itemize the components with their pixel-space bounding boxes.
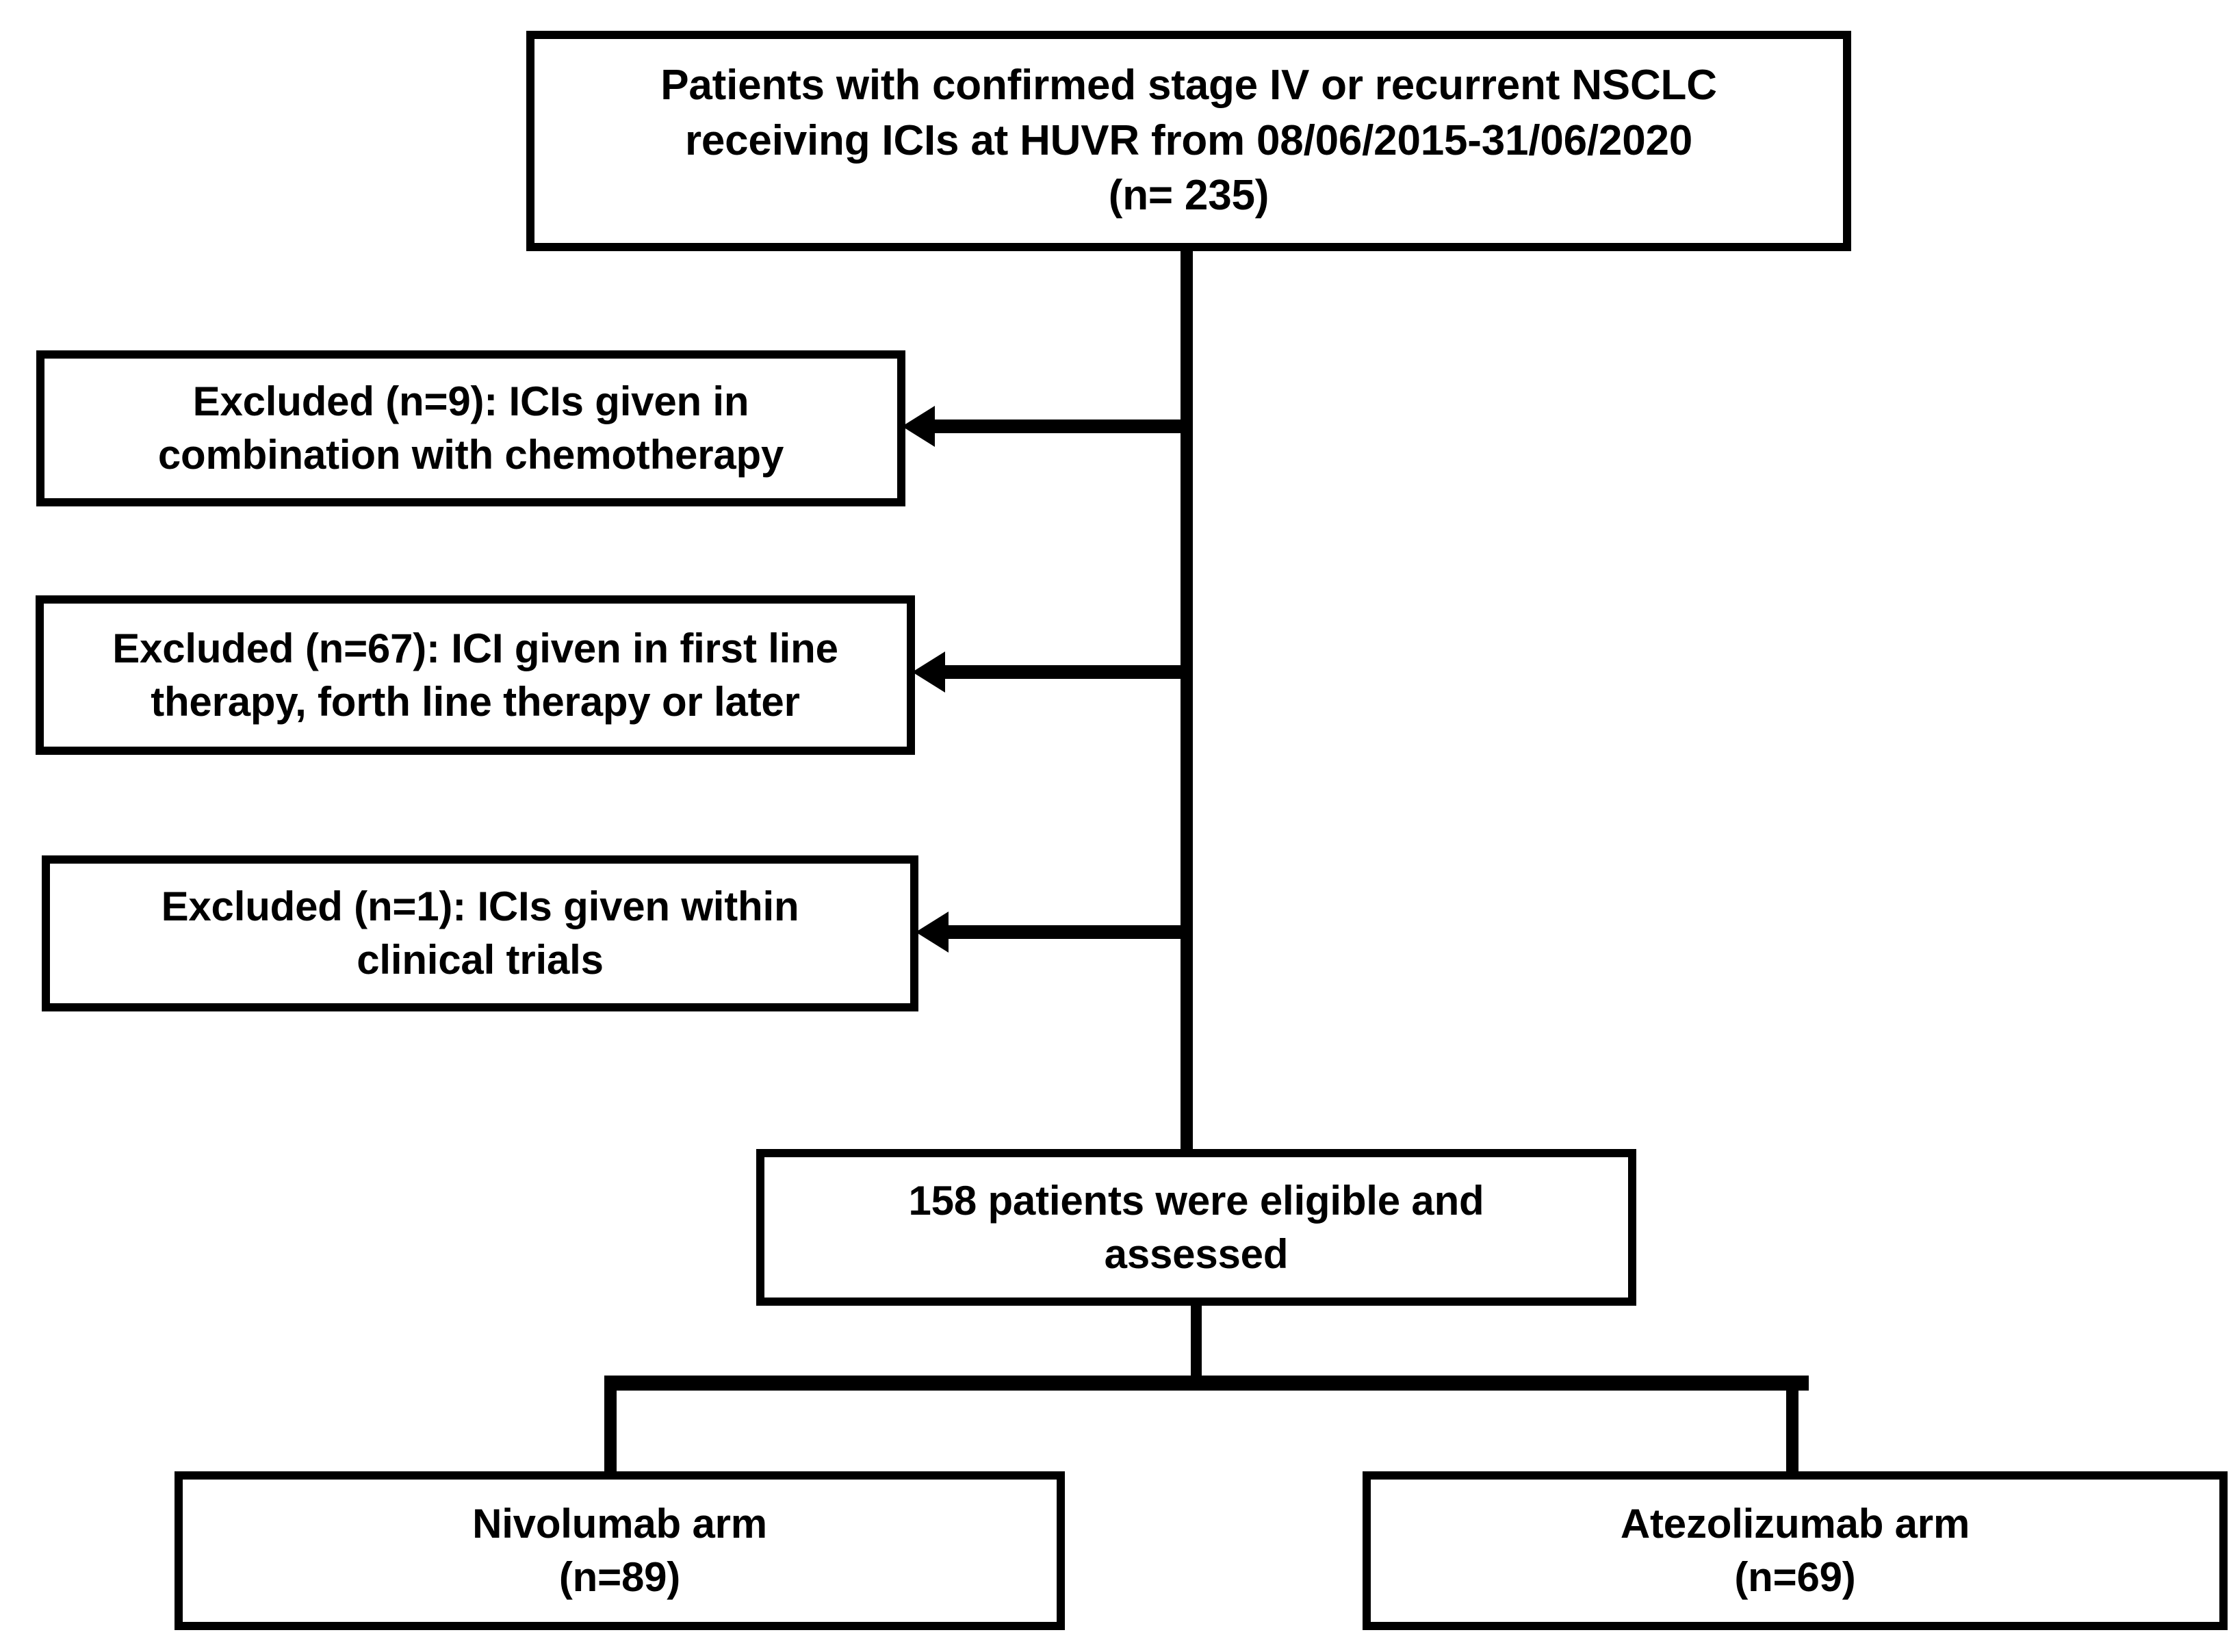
- node-excluded-line-of-therapy: Excluded (n=67): ICI given in first line…: [36, 595, 915, 755]
- node-source-population: Patients with confirmed stage IV or recu…: [526, 31, 1851, 251]
- arrow-left-icon: [902, 406, 935, 447]
- arrow-left-icon: [916, 912, 949, 953]
- connector-exclusion-1-shaft: [917, 420, 1185, 433]
- node-excluded-chemotherapy-label: Excluded (n=9): ICIs given in combinatio…: [157, 378, 784, 478]
- node-eligible-assessed-label: 158 patients were eligible and assessed: [908, 1177, 1484, 1277]
- connector-fork-stem-left: [604, 1376, 617, 1477]
- node-excluded-line-of-therapy-label: Excluded (n=67): ICI given in first line…: [112, 625, 838, 725]
- node-arm-nivolumab: Nivolumab arm (n=89): [175, 1471, 1065, 1630]
- connector-fork-stem-right: [1786, 1376, 1798, 1477]
- node-arm-nivolumab-label: Nivolumab arm (n=89): [472, 1501, 767, 1600]
- node-eligible-assessed: 158 patients were eligible and assessed: [756, 1149, 1636, 1306]
- connector-exclusion-3-shaft: [931, 925, 1185, 939]
- node-excluded-clinical-trials: Excluded (n=1): ICIs given within clinic…: [42, 855, 918, 1011]
- connector-exclusion-2-shaft: [927, 665, 1186, 679]
- node-excluded-clinical-trials-label: Excluded (n=1): ICIs given within clinic…: [161, 883, 799, 983]
- node-arm-atezolizumab-label: Atezolizumab arm (n=69): [1620, 1501, 1970, 1600]
- connector-eligible-to-fork: [1191, 1300, 1202, 1384]
- node-source-population-label: Patients with confirmed stage IV or recu…: [660, 62, 1717, 220]
- node-arm-atezolizumab: Atezolizumab arm (n=69): [1363, 1471, 2228, 1630]
- arrow-left-icon: [912, 651, 945, 693]
- node-excluded-chemotherapy: Excluded (n=9): ICIs given in combinatio…: [36, 350, 905, 506]
- connector-fork-bar: [604, 1376, 1809, 1391]
- connector-main-trunk: [1181, 243, 1193, 1157]
